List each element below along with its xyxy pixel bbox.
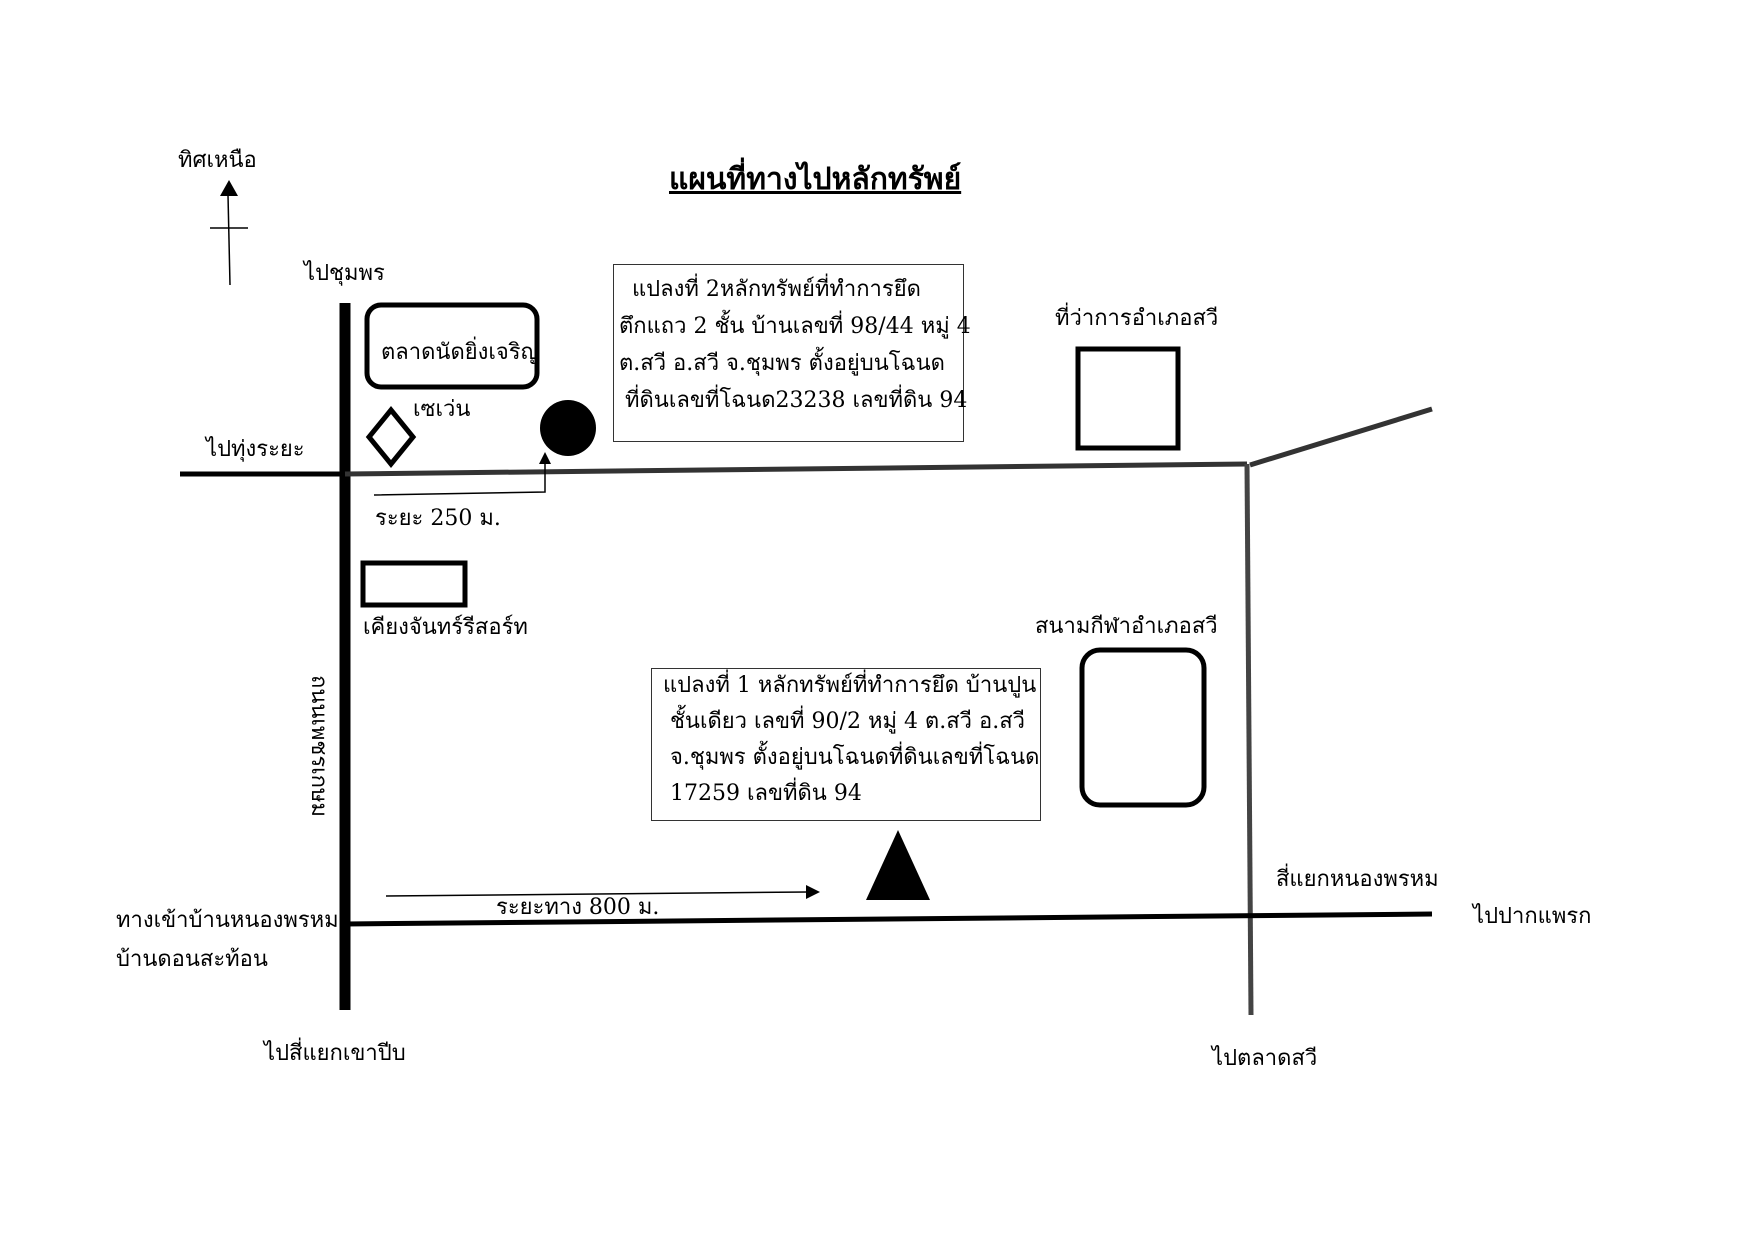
stadium-label: สนามกีฬาอำเภอสวี bbox=[1035, 614, 1218, 639]
plot1-line: ชั้นเดียว เลขที่ 90/2 หมู่ 4 ต.สวี อ.สวี bbox=[670, 709, 1025, 734]
map-title: แผนที่ทางไปหลักทรัพย์ bbox=[669, 162, 962, 197]
direction-to-talat-sawi: ไปตลาดสวี bbox=[1212, 1046, 1318, 1071]
seven-eleven-label: เซเว่น bbox=[413, 397, 471, 422]
direction-to-pak-phraek: ไปปากแพรก bbox=[1473, 904, 1592, 929]
plot1-marker-icon bbox=[866, 830, 930, 900]
north-arrow-icon bbox=[210, 180, 248, 286]
market-label: ตลาดนัดยิ่งเจริญ bbox=[381, 340, 540, 365]
seven-eleven-icon bbox=[365, 406, 417, 468]
plot2-marker-icon bbox=[540, 400, 596, 456]
resort-building bbox=[360, 560, 468, 608]
direction-to-chumphon: ไปชุมพร bbox=[304, 261, 385, 286]
village-entrance-label: ทางเข้าบ้านหนองพรหม bbox=[116, 908, 339, 933]
distance-250-arrow bbox=[373, 452, 551, 496]
village-entrance-label-line2: บ้านดอนสะท้อน bbox=[116, 947, 268, 972]
plot1-line: แปลงที่ 1 หลักทรัพย์ที่ทำการยึด บ้านปูน bbox=[663, 673, 1037, 698]
plot1-line: 17259 เลขที่ดิน 94 bbox=[670, 781, 862, 806]
stadium-building bbox=[1079, 647, 1207, 808]
plot2-line: ตึกแถว 2 ชั้น บ้านเลขที่ 98/44 หมู่ 4 bbox=[619, 314, 971, 339]
market-building bbox=[364, 302, 540, 390]
plot2-line: ที่ดินเลขที่โฉนด23238 เลขที่ดิน 94 bbox=[625, 388, 968, 413]
plot2-line: ต.สวี อ.สวี จ.ชุมพร ตั้งอยู่บนโฉนด bbox=[619, 351, 945, 376]
road-upper-east bbox=[344, 461, 1248, 477]
road-branch-ne bbox=[1249, 406, 1433, 468]
direction-to-sae-khao-pib: ไปสี่แยกเขาปีบ bbox=[264, 1041, 406, 1066]
north-label: ทิศเหนือ bbox=[178, 148, 257, 173]
road-right-vertical bbox=[1244, 463, 1254, 1016]
intersection-label: สี่แยกหนองพรหม bbox=[1276, 867, 1439, 892]
road-name-label: ถนนเพชรเกษม bbox=[306, 674, 332, 818]
distance-250-label: ระยะ 250 ม. bbox=[375, 506, 501, 531]
plot2-info-box: แปลงที่ 2หลักทรัพย์ที่ทำการยึด ตึกแถว 2 … bbox=[613, 264, 971, 442]
district-office-label: ที่ว่าการอำเภอสวี bbox=[1055, 306, 1219, 331]
resort-label: เคียงจันทร์รีสอร์ท bbox=[363, 615, 528, 640]
direction-to-thung-rayae: ไปทุ่งระยะ bbox=[206, 437, 305, 462]
distance-800-label: ระยะทาง 800 ม. bbox=[496, 895, 660, 920]
district-office-building bbox=[1075, 346, 1181, 451]
plot1-info-box: แปลงที่ 1 หลักทรัพย์ที่ทำการยึด บ้านปูน … bbox=[651, 668, 1041, 821]
distance-800-arrow bbox=[385, 885, 820, 899]
road-lower bbox=[344, 911, 1433, 927]
plot1-line: จ.ชุมพร ตั้งอยู่บนโฉนดที่ดินเลขที่โฉนด bbox=[670, 745, 1040, 770]
plot2-line: แปลงที่ 2หลักทรัพย์ที่ทำการยึด bbox=[632, 277, 921, 302]
